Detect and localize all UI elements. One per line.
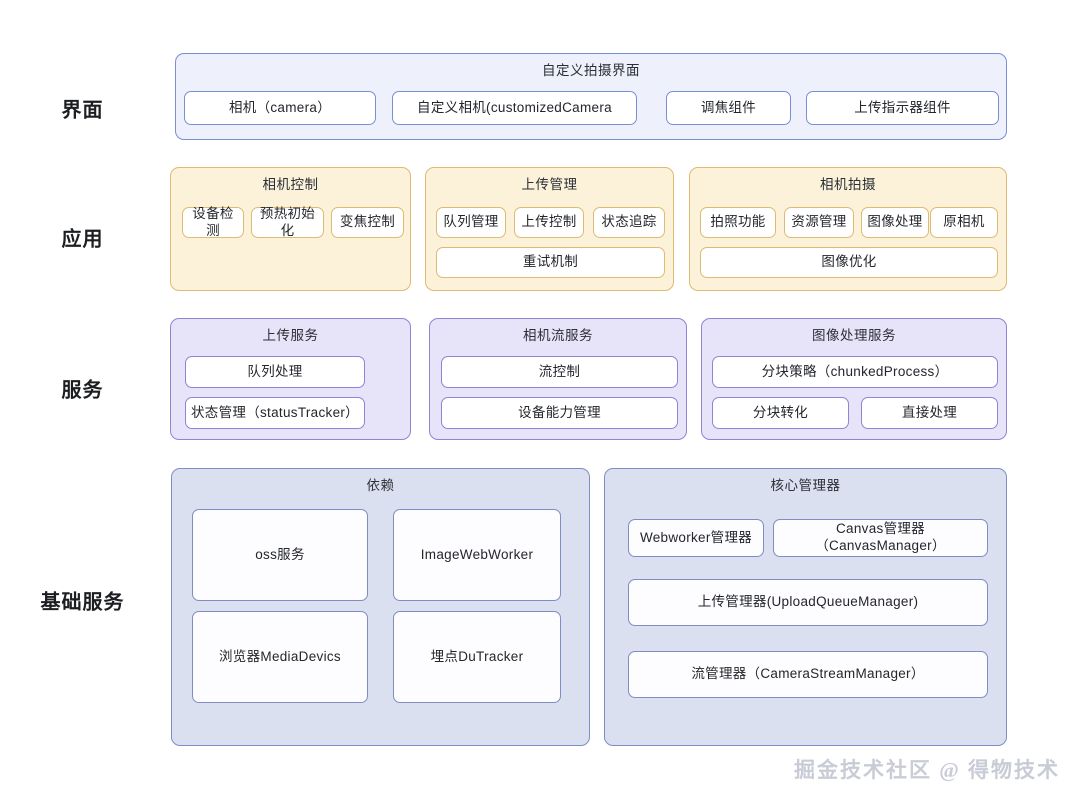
node-box[interactable]: 分块转化: [712, 397, 849, 429]
node-box[interactable]: 队列管理: [436, 207, 506, 238]
watermark: 掘金技术社区 @ 得物技术: [793, 758, 1060, 782]
group-svc-image-process: 图像处理服务分块策略（chunkedProcess） 分块转化直接处理: [701, 318, 1007, 440]
group-title-svc-camera-stream: 相机流服务: [523, 328, 593, 343]
node-box[interactable]: 预热初始化: [251, 206, 324, 238]
node-box[interactable]: ImageWebWorker: [393, 509, 561, 601]
node-box[interactable]: 上传指示器组件: [806, 91, 999, 125]
group-title-app-camera-control: 相机控制: [262, 177, 319, 192]
node-box[interactable]: 分块策略（chunkedProcess）: [712, 356, 998, 388]
node-box[interactable]: 流管理器（CameraStreamManager）: [628, 651, 988, 698]
node-box[interactable]: 浏览器MediaDevics: [192, 611, 368, 703]
node-box[interactable]: 上传管理器(UploadQueueManager): [628, 579, 988, 626]
group-title-svc-upload: 上传服务: [262, 328, 319, 343]
node-box[interactable]: 拍照功能: [700, 207, 776, 238]
node-box[interactable]: Canvas管理器（CanvasManager）: [773, 519, 988, 557]
group-title-app-upload-mgmt: 上传管理: [521, 177, 578, 192]
row-label-4: 基础服务: [40, 591, 125, 614]
group-svc-camera-stream: 相机流服务流控制设备能力管理: [429, 318, 687, 440]
group-app-camera-capture: 相机拍摄拍照功能资源管理图像处理原相机图像优化: [689, 167, 1007, 291]
group-ui-custom-capture: 自定义拍摄界面相机（camera） 自定义相机(customizedCamera 调…: [175, 53, 1007, 140]
row-label-2: 应用: [61, 228, 104, 251]
node-box[interactable]: oss服务: [192, 509, 368, 601]
node-box[interactable]: 重试机制: [436, 247, 665, 278]
group-title-ui-custom-capture: 自定义拍摄界面: [542, 63, 640, 78]
node-box[interactable]: 自定义相机(customizedCamera: [392, 91, 637, 125]
node-box[interactable]: 直接处理: [861, 397, 998, 429]
node-box[interactable]: Webworker管理器: [628, 519, 764, 557]
node-box[interactable]: 图像处理: [861, 207, 929, 238]
group-title-base-dependencies: 依赖: [366, 478, 395, 493]
node-box[interactable]: 队列处理: [185, 356, 365, 388]
group-app-upload-mgmt: 上传管理队列管理上传控制状态追踪重试机制: [425, 167, 674, 291]
node-box[interactable]: 设备能力管理: [441, 397, 678, 429]
node-box[interactable]: 变焦控制: [331, 207, 404, 238]
node-box[interactable]: 埋点DuTracker: [393, 611, 561, 703]
node-box[interactable]: 设备检测: [182, 206, 244, 238]
node-box[interactable]: 原相机: [930, 207, 998, 238]
node-box[interactable]: 调焦组件: [666, 91, 791, 125]
node-box[interactable]: 状态管理（statusTracker）: [185, 397, 365, 429]
group-title-svc-image-process: 图像处理服务: [812, 328, 896, 343]
group-title-app-camera-capture: 相机拍摄: [820, 177, 876, 192]
node-box[interactable]: 相机（camera）: [184, 91, 376, 125]
group-app-camera-control: 相机控制设备检测预热初始化变焦控制: [170, 167, 411, 291]
row-label-3: 服务: [61, 379, 104, 402]
row-label-1: 界面: [61, 99, 104, 122]
group-base-dependencies: 依赖 oss服务 ImageWebWorker 浏览器MediaDevics 埋点DuT…: [171, 468, 590, 746]
node-box[interactable]: 图像优化: [700, 247, 998, 278]
node-box[interactable]: 状态追踪: [593, 207, 665, 238]
node-box[interactable]: 上传控制: [514, 207, 584, 238]
node-box[interactable]: 资源管理: [784, 207, 854, 238]
node-box[interactable]: 流控制: [441, 356, 678, 388]
group-title-base-core-manager: 核心管理器: [770, 478, 841, 493]
group-svc-upload: 上传服务队列处理状态管理（statusTracker）: [170, 318, 411, 440]
